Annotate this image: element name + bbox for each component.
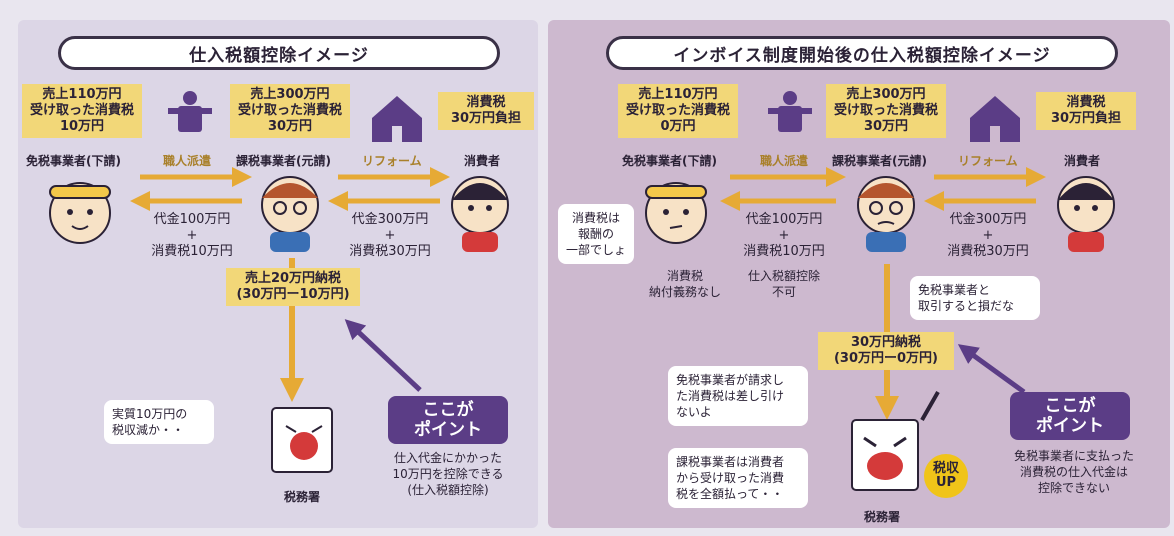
- dispatch-icon-left: [168, 91, 212, 132]
- subcontractor-label-right: 免税事業者(下請): [622, 154, 717, 168]
- no-deduction-note: 仕入税額控除 不可: [747, 269, 820, 299]
- payment-sub-right: 代金100万円 + 消費税10万円: [743, 212, 825, 259]
- subcontractor-tax-note: 消費税 納付義務なし: [648, 269, 721, 299]
- contractor-avatar-right: [857, 176, 915, 252]
- point-box-right: ここが ポイント: [1010, 392, 1130, 440]
- tax-office-bubble-1: 免税事業者が請求し た消費税は差し引け ないよ: [668, 366, 808, 426]
- dispatch-label-right: 職人派遣: [760, 154, 809, 168]
- dispatch-label-left: 職人派遣: [163, 154, 212, 168]
- house-icon-left: [372, 96, 422, 142]
- consumer-label-left: 消費者: [464, 154, 501, 168]
- contractor-loss-bubble: 免税事業者と 取引すると損だな: [910, 276, 1040, 320]
- point-box-left: ここが ポイント: [388, 396, 508, 444]
- consumer-avatar-right: [1057, 176, 1115, 252]
- tax-revenue-up-badge: 税収 UP: [924, 454, 968, 498]
- contractor-sales-box-right: 売上300万円 受け取った消費税 30万円: [826, 84, 946, 138]
- consumer-label-right: 消費者: [1064, 154, 1101, 168]
- consumer-box-right: 消費税 30万円負担: [1036, 92, 1136, 130]
- subcontractor-avatar-left: [49, 182, 111, 244]
- subcontractor-sales-box-right: 売上110万円 受け取った消費税 0万円: [618, 84, 738, 138]
- arrow-left-point: [344, 319, 422, 392]
- tax-office-label-right: 税務署: [864, 510, 901, 524]
- arrow-right-point: [957, 344, 1026, 395]
- tax-loss-bubble-left: 実質10万円の 税収減か・・: [104, 400, 214, 444]
- point-note-right: 免税事業者に支払った 消費税の仕入代金は 控除できない: [1013, 449, 1134, 495]
- payment-sub-left: 代金100万円 + 消費税10万円: [151, 212, 233, 259]
- consumer-box-left: 消費税 30万円負担: [438, 92, 534, 130]
- tax-payment-box-left: 売上20万円納税 (30万円ー10万円): [226, 268, 360, 306]
- payment-consumer-left: 代金300万円 + 消費税30万円: [349, 212, 431, 259]
- tax-office-label-left: 税務署: [284, 490, 321, 504]
- subcontractor-avatar-right: [645, 182, 707, 244]
- tax-office-avatar-right: [851, 391, 940, 491]
- payment-consumer-right: 代金300万円 + 消費税30万円: [947, 212, 1029, 259]
- reform-label-right: リフォーム: [958, 154, 1018, 168]
- contractor-label-right: 課税事業者(元請): [832, 154, 927, 168]
- tax-payment-box-right: 30万円納税 (30万円ー0万円): [818, 332, 954, 370]
- reform-label-left: リフォーム: [362, 154, 422, 168]
- consumer-avatar-left: [451, 176, 509, 252]
- contractor-label-left: 課税事業者(元請): [236, 154, 331, 168]
- tax-office-avatar-left: [271, 407, 333, 473]
- subcontractor-label-left: 免税事業者(下請): [26, 154, 121, 168]
- contractor-avatar-left: [261, 176, 319, 252]
- tax-office-bubble-2: 課税事業者は消費者 から受け取った消費 税を全額払って・・: [668, 448, 808, 508]
- subcontractor-thought-bubble: 消費税は 報酬の 一部でしょ: [558, 204, 634, 264]
- right-title: インボイス制度開始後の仕入税額控除イメージ: [606, 36, 1118, 70]
- dispatch-icon-right: [768, 91, 812, 132]
- subcontractor-sales-box-left: 売上110万円 受け取った消費税 10万円: [22, 84, 142, 138]
- house-icon-right: [970, 96, 1020, 142]
- left-title: 仕入税額控除イメージ: [58, 36, 500, 70]
- contractor-sales-box-left: 売上300万円 受け取った消費税 30万円: [230, 84, 350, 138]
- point-note-left: 仕入代金にかかった 10万円を控除できる (仕入税額控除): [392, 451, 504, 497]
